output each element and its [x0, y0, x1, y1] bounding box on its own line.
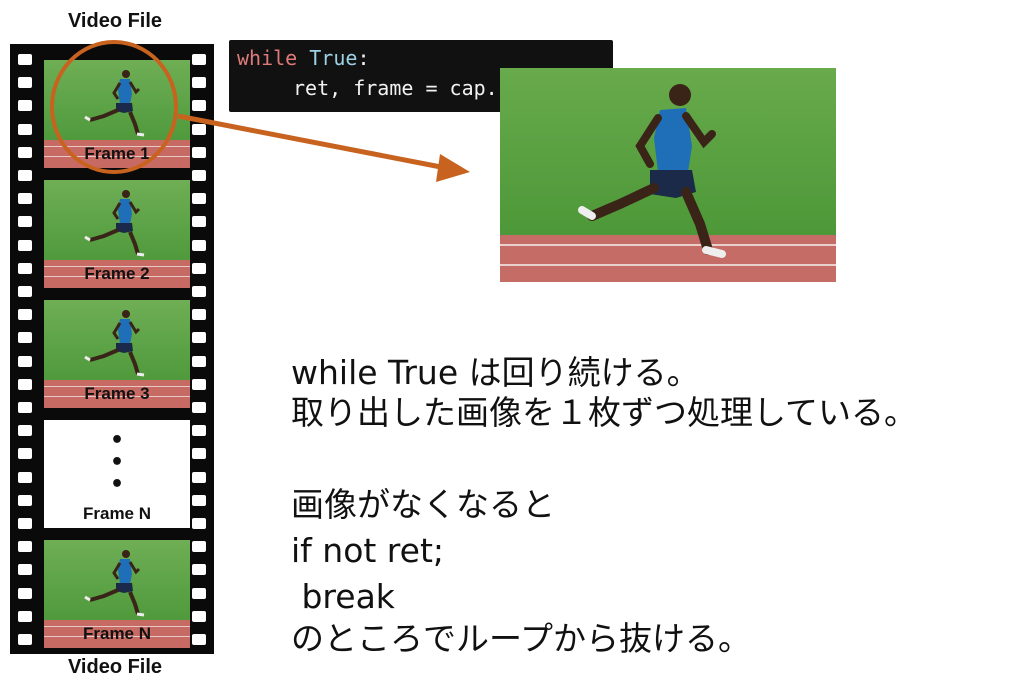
arrow-line	[177, 113, 447, 171]
film-title-bottom: Video File	[67, 656, 163, 678]
film-sprocket-hole	[192, 541, 206, 553]
runner-icon	[84, 550, 145, 617]
explanation-line-3: 画像がなくなると	[291, 485, 555, 524]
film-sprocket-hole	[18, 100, 32, 112]
film-sprocket-hole	[192, 518, 206, 529]
code-line-1: while True:	[237, 46, 369, 70]
film-sprocket-hole	[192, 54, 206, 65]
frame-label: Frame N	[82, 504, 152, 523]
explanation-line-2: 取り出した画像を１枚ずつ処理している。	[291, 393, 918, 432]
arrow-head-icon	[436, 154, 470, 182]
film-sprocket-hole	[18, 54, 32, 65]
film-sprocket-hole	[18, 448, 32, 460]
film-sprocket-hole	[192, 193, 206, 205]
film-sprocket-hole	[192, 634, 206, 645]
film-sprocket-hole	[192, 77, 206, 89]
film-sprocket-hole	[18, 610, 32, 622]
film-sprocket-hole	[18, 123, 32, 135]
film-sprocket-hole	[192, 332, 206, 344]
explanation-line-6: のところでループから抜ける。	[291, 619, 752, 658]
film-sprocket-hole	[18, 494, 32, 506]
code-keyword-true: True	[309, 46, 358, 70]
film-sprocket-hole	[192, 100, 206, 112]
film-sprocket-hole	[192, 216, 206, 228]
runner-icon	[84, 310, 145, 377]
film-sprocket-hole	[192, 123, 206, 135]
runner-icon	[84, 70, 145, 137]
film-sprocket-hole	[18, 262, 32, 274]
film-sprocket-hole	[18, 193, 32, 205]
film-sprocket-hole	[18, 170, 32, 181]
frame-label: Frame 1	[84, 144, 150, 163]
film-sprocket-hole	[18, 518, 32, 529]
film-sprocket-hole	[18, 634, 32, 645]
film-sprocket-hole	[18, 332, 32, 344]
film-sprocket-hole	[192, 564, 206, 576]
frame1-highlight-circle	[50, 40, 178, 174]
film-sprocket-hole	[192, 448, 206, 460]
frame-label: Frame 3	[84, 384, 150, 403]
film-sprocket-hole	[192, 262, 206, 274]
film-sprocket-hole	[18, 587, 32, 599]
film-sprocket-hole	[192, 146, 206, 158]
film-sprocket-hole	[18, 309, 32, 321]
runner-figure	[578, 84, 726, 258]
film-sprocket-hole	[18, 471, 32, 483]
enlarged-frame-image	[500, 68, 836, 282]
film-sprocket-hole	[18, 77, 32, 89]
film-sprocket-hole	[192, 471, 206, 483]
ellipsis-dots: • • •	[109, 428, 125, 497]
film-sprocket-hole	[192, 494, 206, 506]
film-sprocket-hole	[18, 146, 32, 158]
film-frame: Frame N	[44, 540, 190, 648]
film-sprocket-hole	[192, 355, 206, 367]
film-sprocket-hole	[18, 286, 32, 297]
film-sprocket-hole	[192, 610, 206, 622]
film-sprocket-hole	[192, 309, 206, 321]
film-frame: Frame 2	[44, 180, 190, 288]
film-sprocket-hole	[192, 425, 206, 437]
frame-label: Frame 2	[84, 264, 150, 283]
film-sprocket-hole	[192, 378, 206, 390]
explanation-line-5: break	[291, 577, 395, 616]
film-sprocket-hole	[192, 239, 206, 251]
explanation-line-1: while True は回り続ける。	[291, 353, 700, 392]
film-sprocket-hole	[18, 216, 32, 228]
film-sprocket-hole	[18, 355, 32, 367]
film-sprocket-hole	[18, 239, 32, 251]
film-sprocket-hole	[18, 378, 32, 390]
film-sprocket-hole	[18, 541, 32, 553]
film-sprocket-hole	[192, 286, 206, 297]
code-keyword-while: while	[237, 46, 298, 70]
film-sprocket-hole	[192, 587, 206, 599]
film-frame: Frame 3	[44, 300, 190, 408]
film-sprocket-hole	[18, 402, 32, 413]
film-frame: • • • Frame N	[44, 420, 190, 528]
film-sprocket-hole	[192, 402, 206, 413]
film-sprocket-hole	[192, 170, 206, 181]
film-sprocket-hole	[18, 425, 32, 437]
code-colon: :	[357, 46, 370, 70]
film-title-top: Video File	[67, 10, 163, 32]
explanation-line-4: if not ret;	[291, 531, 445, 570]
film-sprocket-hole	[18, 564, 32, 576]
runner-icon	[84, 190, 145, 257]
frame-label: Frame N	[82, 624, 152, 643]
